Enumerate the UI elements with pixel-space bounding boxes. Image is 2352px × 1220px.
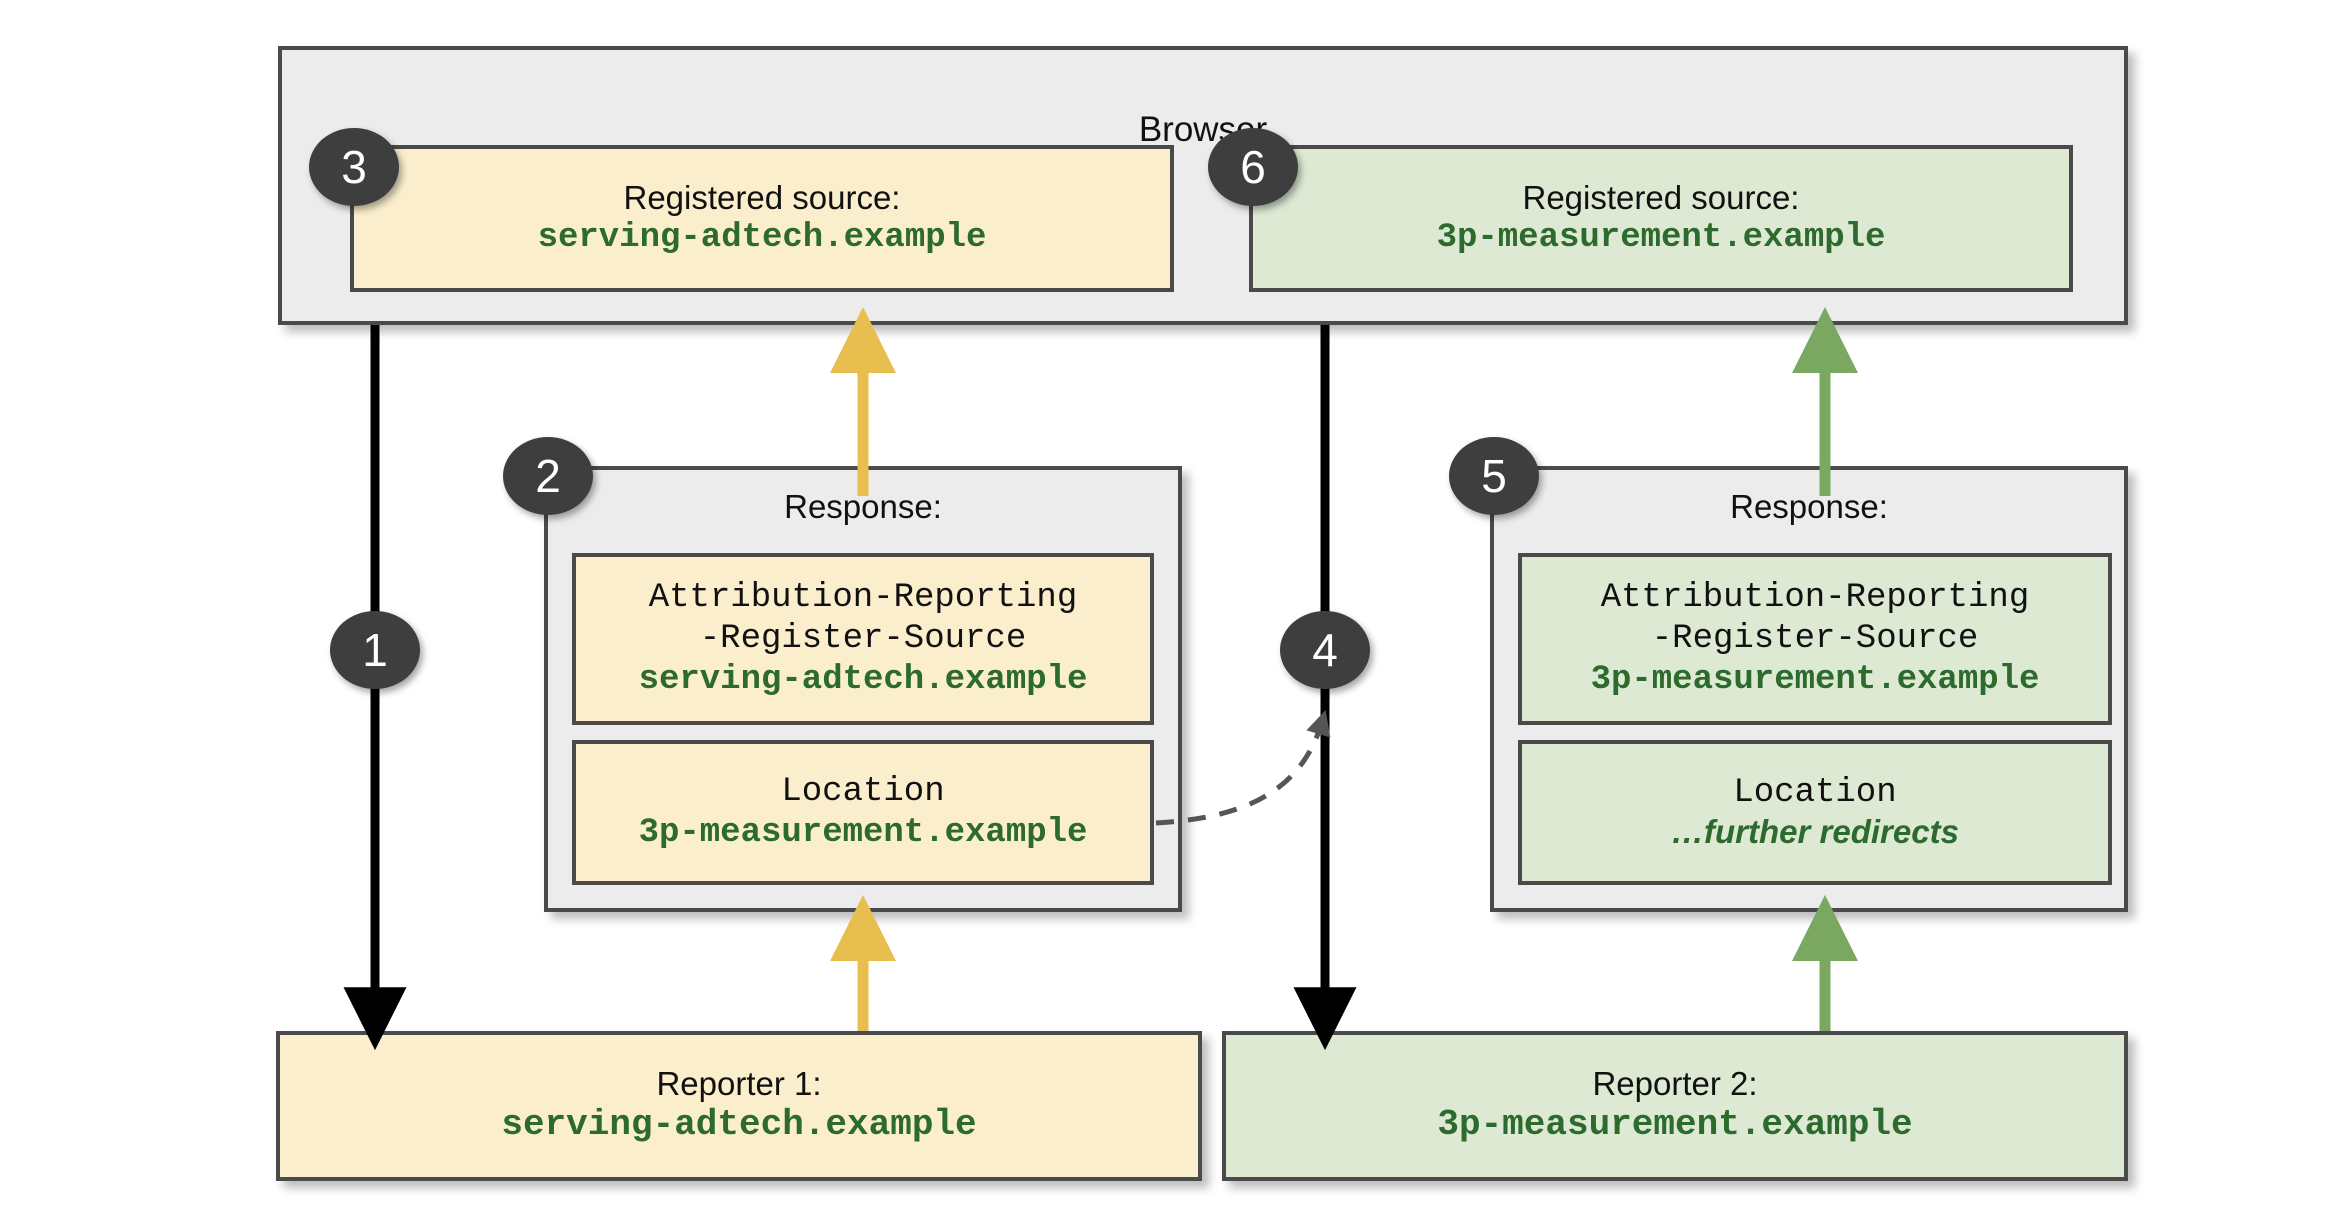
browser-title: Browser (1138, 110, 1268, 149)
registered-source-right-value: 3p-measurement.example (1436, 218, 1886, 257)
header-value: serving-adtech.example (638, 660, 1088, 699)
response-left-header-register-source: Attribution-Reporting -Register-Source s… (572, 553, 1154, 725)
header-name-line1: Location (1733, 773, 1897, 812)
registered-source-right-title: Registered source: (1522, 178, 1800, 216)
header-value: 3p-measurement.example (1590, 660, 2040, 699)
response-right-header-location: Location …further redirects (1518, 740, 2112, 885)
response-left-header-location: Location 3p-measurement.example (572, 740, 1154, 885)
reporter-1-box: Reporter 1: serving-adtech.example (276, 1031, 1202, 1181)
response-right-title: Response: (1730, 488, 1888, 525)
registered-source-left-box: Registered source: serving-adtech.exampl… (350, 145, 1174, 292)
step-badge-4: 4 (1280, 611, 1370, 689)
reporter-1-value: serving-adtech.example (501, 1104, 977, 1146)
registered-source-left-value: serving-adtech.example (537, 218, 987, 257)
step-badge-1: 1 (330, 611, 420, 689)
header-name-line2: -Register-Source (699, 619, 1027, 658)
step-badge-3: 3 (309, 128, 399, 206)
header-name-line2: -Register-Source (1651, 619, 1979, 658)
header-name-line1: Attribution-Reporting (1600, 579, 2030, 618)
header-name-line1: Attribution-Reporting (648, 579, 1078, 618)
header-value: 3p-measurement.example (638, 813, 1088, 852)
step-badge-5: 5 (1449, 437, 1539, 515)
reporter-2-box: Reporter 2: 3p-measurement.example (1222, 1031, 2128, 1181)
header-value: …further redirects (1671, 813, 1959, 851)
header-name-line1: Location (781, 773, 945, 812)
step-badge-6: 6 (1208, 128, 1298, 206)
reporter-2-value: 3p-measurement.example (1437, 1104, 1913, 1146)
response-right-header-register-source: Attribution-Reporting -Register-Source 3… (1518, 553, 2112, 725)
response-left-title: Response: (784, 488, 942, 525)
registered-source-left-title: Registered source: (623, 178, 901, 216)
reporter-2-title: Reporter 2: (1592, 1065, 1758, 1103)
step-badge-2: 2 (503, 437, 593, 515)
reporter-1-title: Reporter 1: (656, 1065, 822, 1103)
registered-source-right-box: Registered source: 3p-measurement.exampl… (1249, 145, 2073, 292)
